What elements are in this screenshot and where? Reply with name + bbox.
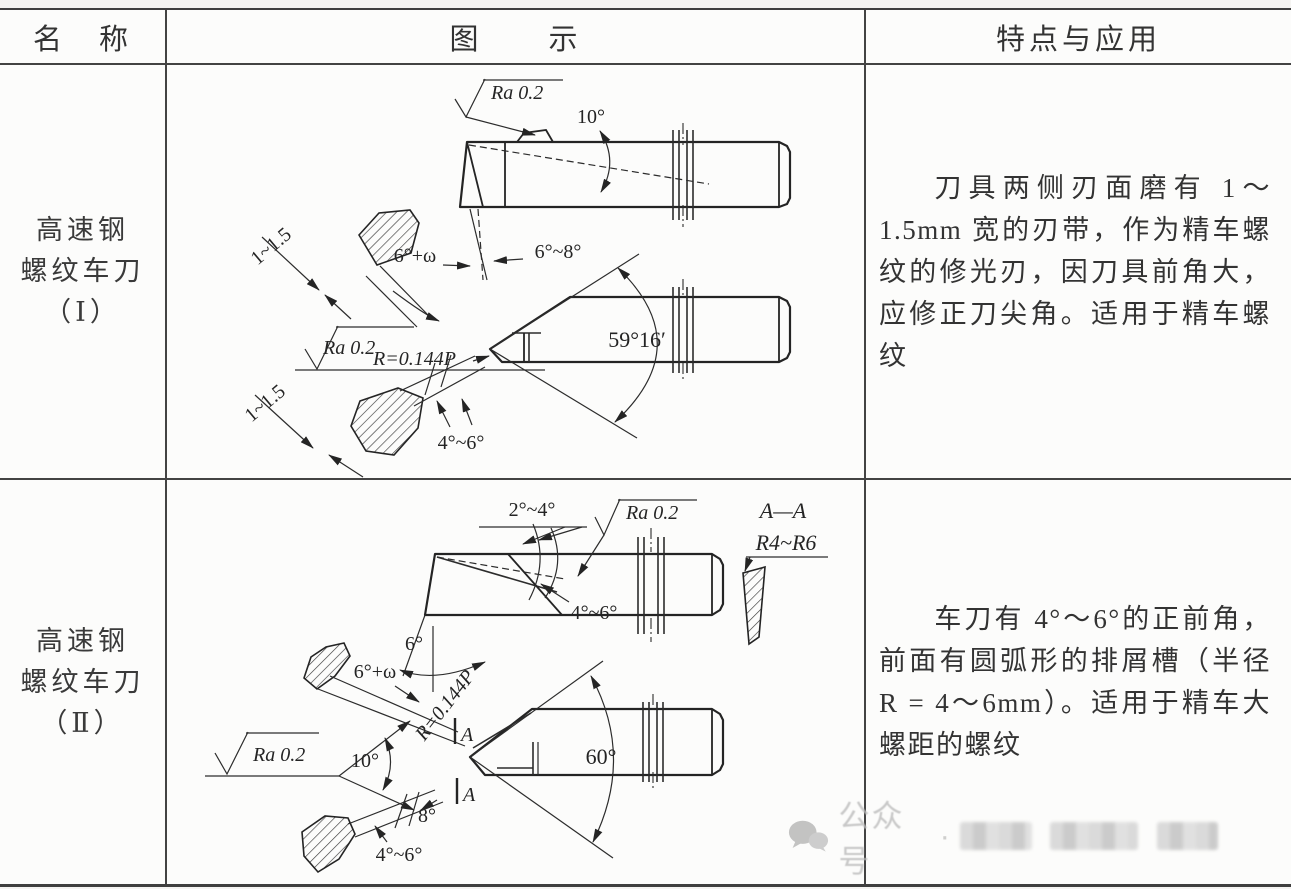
row2-name-line2: 螺纹车刀 bbox=[20, 666, 145, 697]
row1-name-line2: 螺纹车刀 bbox=[20, 256, 145, 286]
section-marker-top: A bbox=[459, 724, 474, 746]
row1-features-text: 刀具两侧刃面磨有 1～1.5mm 宽的刃带，作为精车螺纹的修光刃，因刀具前角大，… bbox=[879, 172, 1271, 371]
row2-features-cell: 车刀有 4°～6°的正前角，前面有圆弧形的排屑槽（半径 R = 4～6mm）。适… bbox=[866, 480, 1291, 884]
tool-spec-table: 名 称 图 示 特点与应用 高速钢 螺纹车刀 （Ⅰ） bbox=[0, 8, 1291, 887]
wechat-bubbles-icon bbox=[788, 820, 829, 852]
back-rake-angle: 10° bbox=[577, 106, 611, 193]
lower-insert-detail: 1~1.5 4°~6° bbox=[241, 354, 486, 478]
watermark-blurred-block bbox=[1157, 822, 1218, 850]
row2-diagram-cell: 2°~4° 4°~6° Ra 0.2 A—A R4~R6 bbox=[167, 480, 866, 884]
ra-value-top: Ra 0.2 bbox=[490, 82, 543, 104]
section-marker-bottom: A bbox=[461, 784, 476, 806]
ra-value-nose: Ra 0.2 bbox=[322, 337, 375, 359]
hss-thread-tool-2-drawing: 2°~4° 4°~6° Ra 0.2 A—A R4~R6 bbox=[205, 498, 828, 874]
surface-finish-symbol-top: Ra 0.2 bbox=[454, 78, 563, 136]
row1-name-line3: （Ⅰ） bbox=[44, 297, 121, 327]
header-name: 名 称 bbox=[0, 10, 167, 65]
angle-10-label: 10° bbox=[351, 750, 379, 772]
watermark-separator: · bbox=[939, 818, 950, 853]
angle-omega-label: 6°+ω bbox=[354, 661, 396, 683]
front-view-shank: 59°16′ bbox=[488, 253, 792, 439]
side-view-shank bbox=[458, 123, 792, 227]
angle-6-8-label: 6°~8° bbox=[535, 241, 582, 263]
row1-name-line1: 高速钢 bbox=[36, 215, 129, 245]
angle-10-label: 10° bbox=[577, 106, 605, 128]
front-view-shank: 60° bbox=[468, 660, 725, 859]
angle-2-4-label: 2°~4° bbox=[509, 499, 556, 521]
section-title: A—A bbox=[758, 498, 807, 523]
watermark: 公众号 · bbox=[788, 799, 1218, 879]
thread-angle-label: 59°16′ bbox=[608, 327, 666, 352]
watermark-blurred-block bbox=[960, 822, 1032, 850]
ra-value-left: Ra 0.2 bbox=[252, 744, 305, 766]
front-clearance-label: 4°~6° bbox=[438, 432, 485, 454]
land-width-upper: 1~1.5 bbox=[247, 223, 296, 269]
header-name-label: 名 称 bbox=[32, 23, 132, 56]
row2-tool-name: 高速钢 螺纹车刀 （Ⅱ） bbox=[0, 480, 167, 884]
ra-value-top: Ra 0.2 bbox=[625, 502, 678, 524]
angle-4-6-top-label: 4°~6° bbox=[571, 602, 618, 624]
header-illustration: 图 示 bbox=[167, 10, 866, 65]
thread-angle-label: 60° bbox=[586, 744, 617, 769]
surface-finish-symbol-top: Ra 0.2 bbox=[577, 498, 697, 577]
row1-features-cell: 刀具两侧刃面磨有 1～1.5mm 宽的刃带，作为精车螺纹的修光刃，因刀具前角大，… bbox=[866, 65, 1291, 480]
watermark-blurred-block bbox=[1049, 822, 1139, 850]
header-illustration-label: 图 示 bbox=[449, 23, 582, 56]
rake-angle-callout: 4°~6° bbox=[540, 583, 618, 624]
upper-insert-detail: 1~1.5 bbox=[247, 209, 440, 328]
row2-name-line1: 高速钢 bbox=[36, 625, 129, 656]
hss-thread-tool-1-drawing: Ra 0.2 10° 1~1.5 6°+ω bbox=[241, 78, 792, 478]
row1-tool-name: 高速钢 螺纹车刀 （Ⅰ） bbox=[0, 65, 167, 480]
row1-diagram-cell: Ra 0.2 10° 1~1.5 6°+ω bbox=[167, 65, 866, 480]
nose-radius-formula: R=0.144P bbox=[372, 348, 456, 370]
side-view-shank bbox=[402, 523, 725, 677]
angle-omega-label: 6°+ω bbox=[394, 245, 436, 267]
nose-radius-callout: Ra 0.2 R=0.144P bbox=[295, 325, 545, 371]
header-features-label: 特点与应用 bbox=[995, 23, 1161, 56]
back-angle-callout: 2°~4° bbox=[479, 499, 587, 545]
tip-detail-cluster: 6° 6°+ω R=0.144P Ra 0.2 10° A A bbox=[205, 626, 486, 874]
row2-name-line3: （Ⅱ） bbox=[40, 707, 125, 738]
section-radius: R4~R6 bbox=[755, 530, 817, 555]
section-view-aa: A—A R4~R6 bbox=[742, 498, 828, 646]
front-clearance-label: 4°~6° bbox=[376, 844, 423, 866]
row2-features-text: 车刀有 4°～6°的正前角，前面有圆弧形的排屑槽（半径 R = 4～6mm）。适… bbox=[879, 604, 1271, 760]
watermark-label: 公众号 bbox=[838, 799, 905, 879]
side-clearance-angles: 6°+ω 6°~8° bbox=[394, 208, 582, 281]
angle-6-label: 6° bbox=[405, 633, 423, 655]
header-features: 特点与应用 bbox=[866, 10, 1291, 65]
